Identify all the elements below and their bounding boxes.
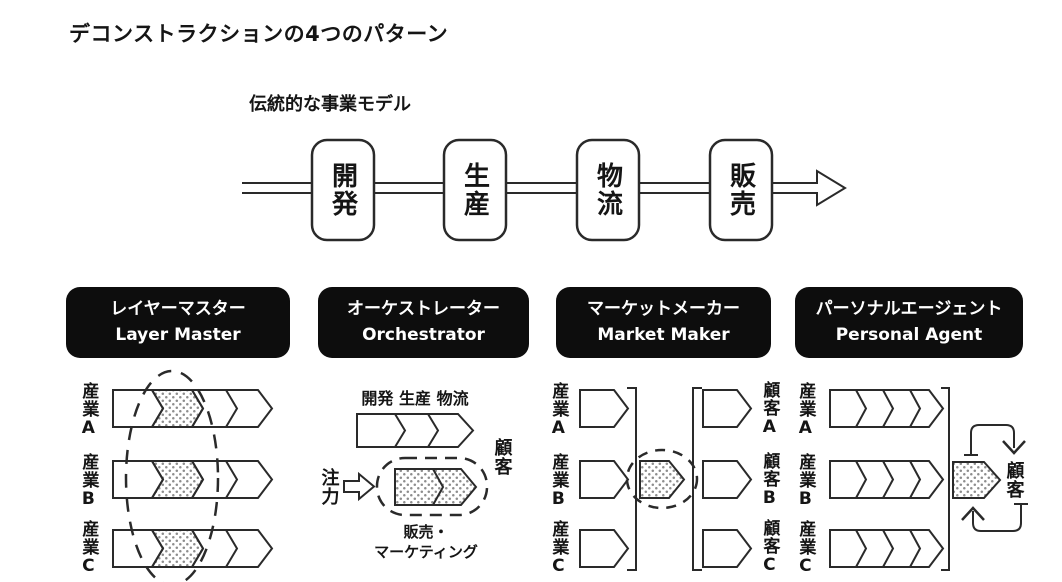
mm-customer-c-label: 顧客C bbox=[759, 519, 780, 576]
focus-block-arrow bbox=[343, 471, 376, 502]
feedback-arrow-bottom-head bbox=[961, 506, 985, 521]
pattern-jp-label: レイヤーマスター bbox=[110, 299, 246, 319]
focus-dashed-outline bbox=[375, 456, 489, 517]
orch-focus-label: 注力 bbox=[318, 468, 340, 506]
mm-industry-c-label: 産業C bbox=[548, 520, 569, 577]
pa-industry-c-label: 産業C bbox=[795, 520, 816, 577]
customer-chevron bbox=[702, 389, 753, 428]
feedback-arrow-top bbox=[964, 424, 1015, 456]
stage-label-logistics: 物流 bbox=[592, 162, 623, 218]
pattern-en-label: Layer Master bbox=[115, 324, 241, 345]
stage-label-sales: 販売 bbox=[725, 162, 756, 218]
flow-arrowhead bbox=[816, 169, 847, 207]
industry-chevron bbox=[579, 460, 630, 499]
chain-bar bbox=[356, 413, 475, 448]
stage-box-4 bbox=[708, 138, 774, 242]
bar-chevrons bbox=[151, 529, 239, 568]
stage-label-production: 生産 bbox=[459, 162, 490, 218]
pattern-card-personal-agent: パーソナルエージェント Personal Agent bbox=[795, 287, 1023, 358]
mm-industry-a-label: 産業A bbox=[548, 382, 569, 439]
pa-customer-label: 顧客 bbox=[1003, 461, 1025, 499]
feedback-arrow-top-head bbox=[1002, 440, 1026, 455]
mm-customer-a-label: 顧客A bbox=[759, 381, 780, 438]
pattern-en-label: Market Maker bbox=[597, 324, 730, 345]
industry-bracket bbox=[941, 387, 950, 571]
customer-bracket bbox=[692, 387, 702, 571]
lm-industry-c-label: 産業C bbox=[78, 520, 99, 577]
industry-chevron bbox=[579, 389, 630, 428]
mm-industry-b-label: 産業B bbox=[548, 453, 569, 510]
pattern-jp-label: パーソナルエージェント bbox=[815, 299, 1003, 319]
orch-customer-label: 顧客 bbox=[491, 438, 513, 476]
customer-chevron bbox=[702, 529, 753, 568]
orchestrator-diagram bbox=[343, 413, 489, 517]
industry-bracket bbox=[627, 387, 637, 571]
pattern-card-layer-master: レイヤーマスター Layer Master bbox=[66, 287, 290, 358]
bar-chevrons bbox=[151, 460, 239, 499]
lm-industry-a-label: 産業A bbox=[78, 382, 99, 439]
orch-sales-marketing-label: 販売・ マーケティング bbox=[374, 523, 478, 562]
sales-dotted-bar bbox=[394, 468, 478, 506]
pattern-en-label: Orchestrator bbox=[362, 324, 485, 345]
traditional-flow-arrow bbox=[242, 138, 847, 242]
industry-chevron bbox=[579, 529, 630, 568]
pattern-card-orchestrator: オーケストレーター Orchestrator bbox=[318, 287, 529, 358]
bar-chevrons bbox=[432, 468, 445, 506]
mm-customer-b-label: 顧客B bbox=[759, 452, 780, 509]
pattern-card-market-maker: マーケットメーカー Market Maker bbox=[556, 287, 771, 358]
stage-box-1 bbox=[310, 138, 376, 242]
stage-box-2 bbox=[442, 138, 508, 242]
pattern-jp-label: オーケストレーター bbox=[347, 299, 500, 319]
page-title: デコンストラクションの4つのパターン bbox=[69, 22, 449, 46]
traditional-model-label: 伝統的な事業モデル bbox=[249, 94, 411, 115]
bar-chevrons bbox=[855, 529, 922, 568]
bar-chevrons bbox=[855, 460, 922, 499]
bar-chevrons bbox=[394, 413, 440, 448]
feedback-arrow-bottom bbox=[972, 503, 1028, 532]
market-maker-diagram bbox=[579, 387, 753, 571]
pattern-en-label: Personal Agent bbox=[835, 324, 983, 345]
pattern-jp-label: マーケットメーカー bbox=[587, 299, 740, 319]
hub-focus-ellipse bbox=[625, 448, 699, 510]
bar-chevrons bbox=[151, 389, 239, 428]
bar-chevrons bbox=[855, 389, 922, 428]
layer-master-diagram bbox=[112, 369, 274, 582]
lm-industry-b-label: 産業B bbox=[78, 453, 99, 510]
agent-hub bbox=[952, 461, 1002, 499]
stage-box-3 bbox=[575, 138, 641, 242]
pa-industry-b-label: 産業B bbox=[795, 453, 816, 510]
layer-focus-ellipse bbox=[124, 369, 220, 582]
orch-chain-label: 開発 生産 物流 bbox=[361, 389, 469, 408]
stage-label-development: 開発 bbox=[327, 162, 358, 218]
pa-industry-a-label: 産業A bbox=[795, 382, 816, 439]
customer-chevron bbox=[702, 460, 753, 499]
personal-agent-diagram bbox=[829, 387, 1028, 571]
market-maker-hub bbox=[639, 460, 686, 499]
